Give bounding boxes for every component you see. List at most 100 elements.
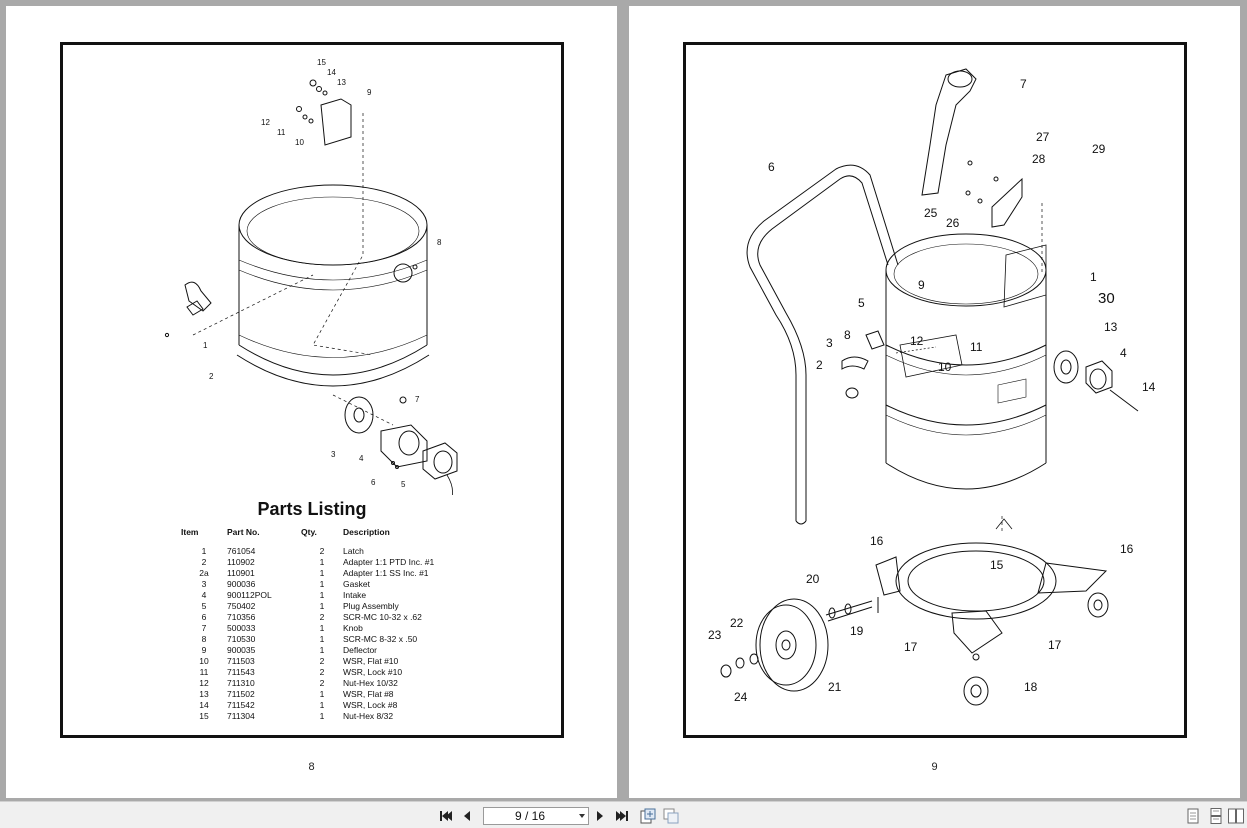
callout-8: 8 <box>844 328 851 342</box>
next-page-icon <box>597 810 603 821</box>
callout-12: 12 <box>910 334 924 348</box>
callout-22: 22 <box>730 616 744 630</box>
callout-8: 8 <box>437 238 442 247</box>
page-frame: 7 27 28 29 6 25 26 1 30 9 5 13 8 12 11 3… <box>683 42 1187 738</box>
facing-view-icon <box>1228 808 1244 823</box>
facing-view-button[interactable] <box>1227 807 1245 824</box>
callout-21: 21 <box>828 680 842 694</box>
document-page-right: 7 27 28 29 6 25 26 1 30 9 5 13 8 12 11 3… <box>629 6 1240 798</box>
callout-15: 15 <box>317 58 326 67</box>
callout-3: 3 <box>826 336 833 350</box>
callout-4: 4 <box>359 454 364 463</box>
first-page-button[interactable] <box>437 807 455 824</box>
callout-5: 5 <box>401 480 406 489</box>
callout-23: 23 <box>708 628 722 642</box>
callout-10: 10 <box>295 138 304 147</box>
callout-9: 9 <box>918 278 925 292</box>
callout-17: 17 <box>1048 638 1062 652</box>
callout-2: 2 <box>209 372 214 381</box>
chevron-down-icon <box>579 814 585 818</box>
viewer-toolbar: 9 / 16 <box>0 801 1247 828</box>
callout-7: 7 <box>1020 77 1027 91</box>
parts-table-header: Item Part No. Qty. Description <box>181 527 483 546</box>
callout-17: 17 <box>904 640 918 654</box>
continuous-view-icon <box>1210 807 1222 824</box>
next-page-button[interactable] <box>591 807 609 824</box>
callout-6: 6 <box>371 478 376 487</box>
callout-13: 13 <box>337 78 346 87</box>
page-indicator: 9 / 16 <box>514 809 546 823</box>
callout-9: 9 <box>367 88 372 97</box>
vacuum-lid-exploded-diagram: 15 14 13 9 12 11 10 8 1 2 7 3 4 6 5 <box>164 58 458 495</box>
callout-2: 2 <box>816 358 823 372</box>
callout-11: 11 <box>970 340 983 354</box>
fit-width-icon <box>663 808 679 823</box>
callout-20: 20 <box>806 572 820 586</box>
callout-16: 16 <box>1120 542 1134 556</box>
fit-width-button[interactable] <box>662 807 680 824</box>
callout-29: 29 <box>1092 142 1106 156</box>
callout-10: 10 <box>938 360 952 374</box>
page-number: 9 <box>931 761 938 773</box>
document-page-left: 15 14 13 9 12 11 10 8 1 2 7 3 4 6 5 Part… <box>6 6 617 798</box>
prev-page-icon <box>464 810 470 821</box>
vacuum-assembly-exploded-diagram: 7 27 28 29 6 25 26 1 30 9 5 13 8 12 11 3… <box>708 68 1156 706</box>
callout-25: 25 <box>924 206 938 220</box>
callout-24: 24 <box>734 690 748 704</box>
last-page-icon <box>616 810 628 821</box>
callout-15: 15 <box>990 558 1004 572</box>
last-page-button[interactable] <box>613 807 631 824</box>
callout-6: 6 <box>768 160 775 174</box>
page-number: 8 <box>308 761 315 773</box>
single-page-view-icon <box>1187 808 1199 823</box>
callout-1: 1 <box>203 341 208 350</box>
callout-14: 14 <box>327 68 336 77</box>
header-qty: Qty. <box>301 527 317 537</box>
callout-5: 5 <box>858 296 865 310</box>
callout-19: 19 <box>850 624 864 638</box>
callout-12: 12 <box>261 118 270 127</box>
header-description: Description <box>343 527 390 537</box>
prev-page-button[interactable] <box>458 807 476 824</box>
callout-30: 30 <box>1098 290 1115 307</box>
callout-28: 28 <box>1032 152 1046 166</box>
callout-11: 11 <box>277 128 286 137</box>
first-page-icon <box>440 810 452 821</box>
callout-13: 13 <box>1104 320 1118 334</box>
parts-listing-title: Parts Listing <box>257 499 367 519</box>
header-item: Item <box>181 527 199 537</box>
callout-27: 27 <box>1036 130 1050 144</box>
callout-1: 1 <box>1090 270 1097 284</box>
callout-3: 3 <box>331 450 336 459</box>
callout-7: 7 <box>415 395 420 404</box>
header-part-no: Part No. <box>227 527 260 537</box>
callout-18: 18 <box>1024 680 1038 694</box>
page-frame: 15 14 13 9 12 11 10 8 1 2 7 3 4 6 5 Part… <box>60 42 564 738</box>
callout-14: 14 <box>1142 380 1156 394</box>
fit-page-icon <box>640 808 656 823</box>
page-number-select[interactable]: 9 / 16 <box>483 807 589 825</box>
callout-4: 4 <box>1120 346 1127 360</box>
callout-16: 16 <box>870 534 884 548</box>
fit-page-button[interactable] <box>639 807 657 824</box>
continuous-view-button[interactable] <box>1207 807 1225 824</box>
callout-26: 26 <box>946 216 960 230</box>
single-page-view-button[interactable] <box>1184 807 1202 824</box>
